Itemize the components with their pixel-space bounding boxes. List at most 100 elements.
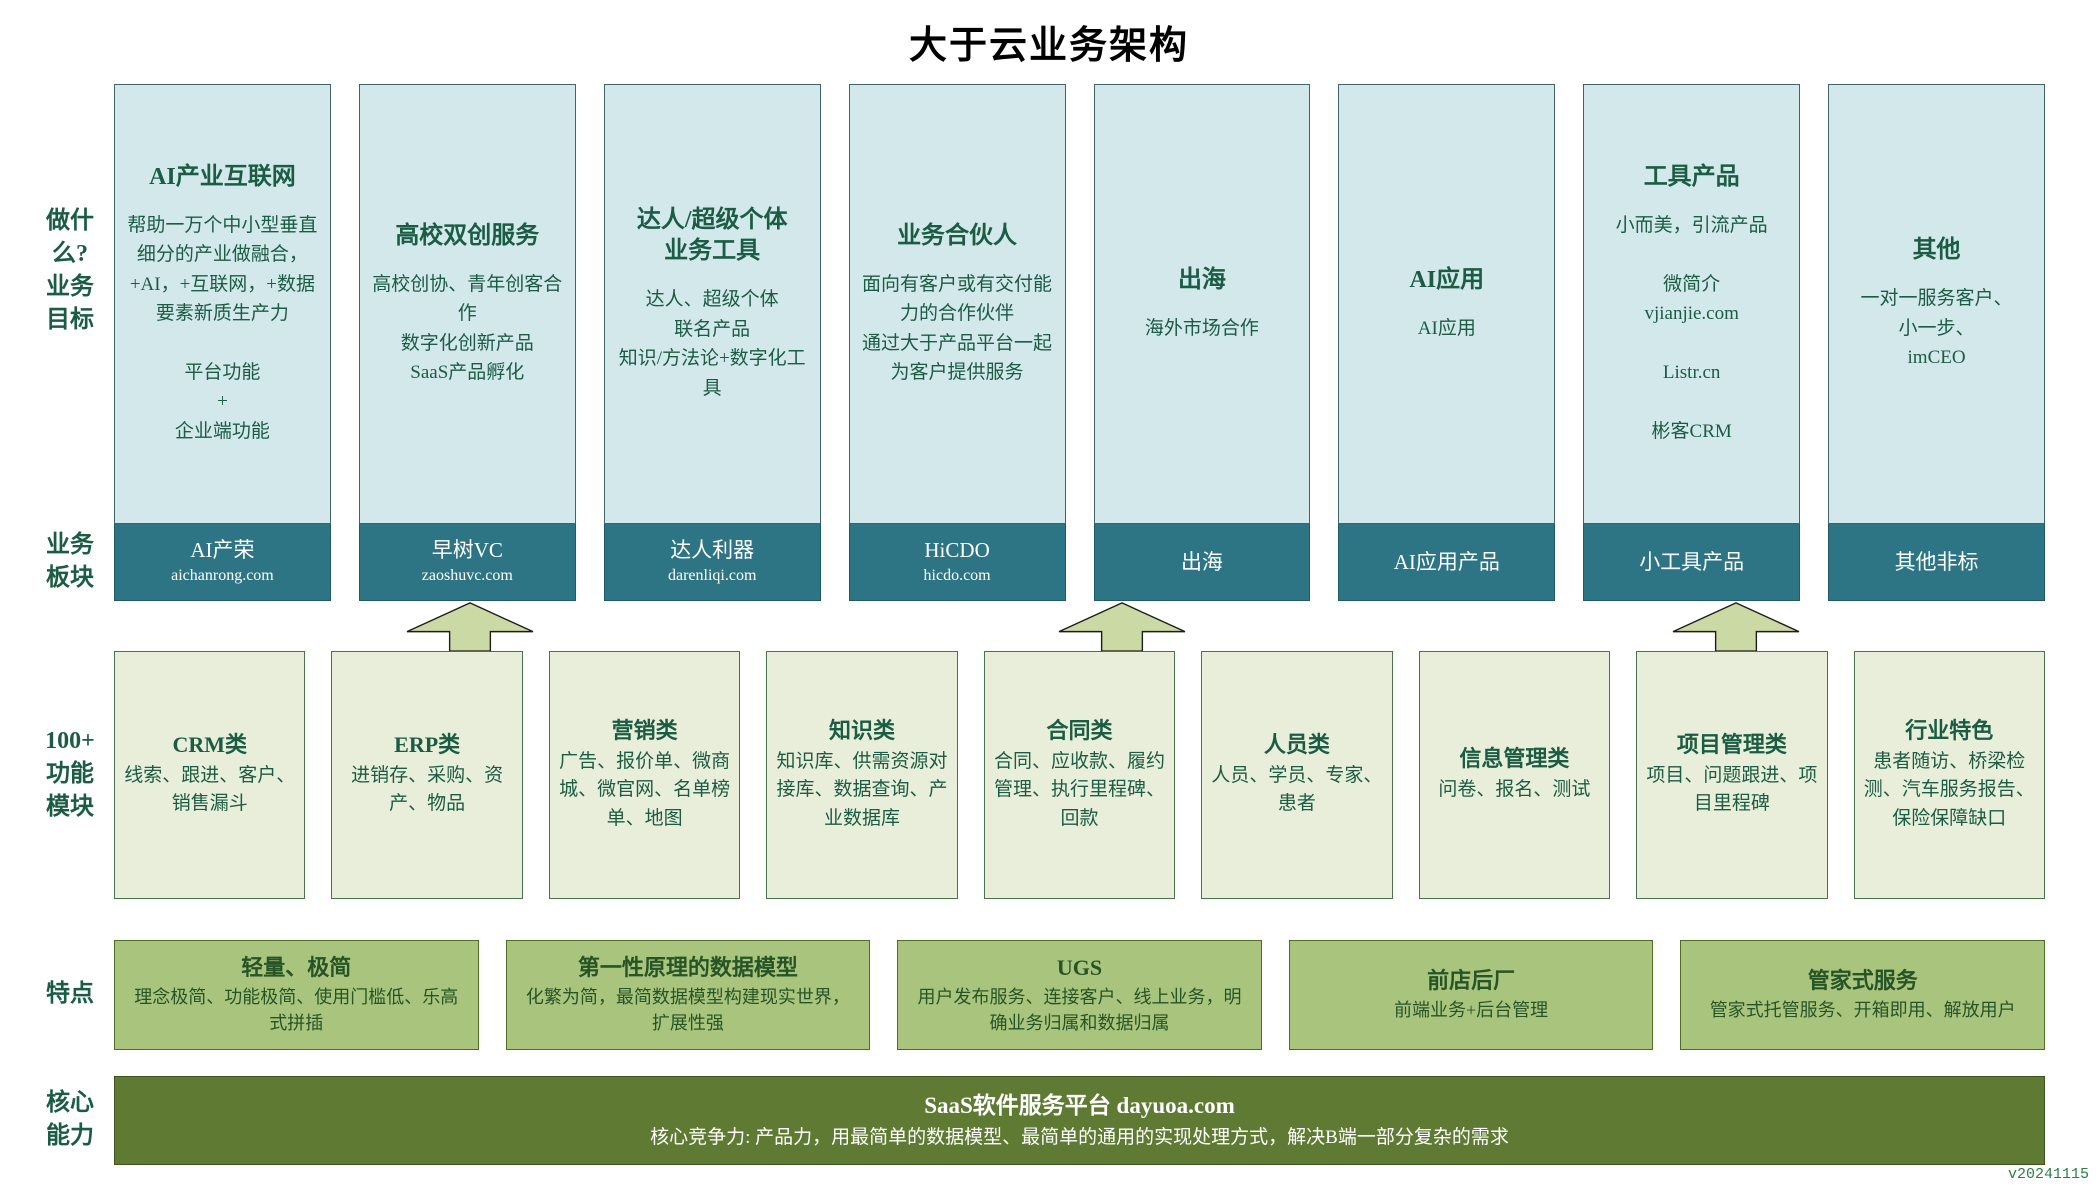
module-items-6: 人员、学员、专家、患者 xyxy=(1211,764,1383,815)
business-column-1: AI产业互联网 帮助一万个中小型垂直细分的产业做融合，+AI，+互联网，+数据要… xyxy=(114,84,331,601)
section-name-3: 达人利器 xyxy=(670,537,755,562)
business-goal-card-8: 其他 一对一服务客户、 小一步、 imCEO xyxy=(1828,84,2045,524)
business-column-3: 达人/超级个体 业务工具 达人、超级个体 联名产品 知识/方法论+数字化工具 达… xyxy=(603,84,821,601)
feature-description-4: 前端业务+后台管理 xyxy=(1394,1000,1549,1021)
module-title-7: 信息管理类 xyxy=(1459,746,1570,772)
row-label-sections: 业务 板块 xyxy=(46,532,94,592)
business-section-bar-1: AI产荣 aichanrong.com xyxy=(114,524,331,601)
row-label-modules: 100+ 功能 模块 xyxy=(45,728,95,821)
business-goal-card-7: 工具产品 小而美，引流产品 微简介 vjianjie.com Listr.cn … xyxy=(1583,84,1801,524)
business-columns-row: AI产业互联网 帮助一万个中小型垂直细分的产业做融合，+AI，+互联网，+数据要… xyxy=(114,84,2045,601)
business-goal-description-1: 帮助一万个中小型垂直细分的产业做融合，+AI，+互联网，+数据要素新质生产力 平… xyxy=(127,214,318,442)
section-name-8: 其他非标 xyxy=(1894,549,1979,574)
business-column-2: 高校双创服务 高校创协、青年创客合作 数字化创新产品 SaaS产品孵化 早树VC… xyxy=(358,84,576,601)
business-section-bar-2: 早树VC zaoshuvc.com xyxy=(358,524,576,601)
feature-card-3: UGS 用户发布服务、连接客户、线上业务，明确业务归属和数据归属 xyxy=(897,940,1262,1050)
module-title-5: 合同类 xyxy=(1046,717,1113,743)
section-name-4: HiCDO xyxy=(924,537,990,562)
module-items-7: 问卷、报名、测试 xyxy=(1438,779,1591,801)
business-goal-title-2: 高校双创服务 xyxy=(395,222,540,249)
feature-card-4: 前店后厂 前端业务+后台管理 xyxy=(1288,940,1654,1050)
business-goal-card-6: AI应用 AI应用 xyxy=(1338,84,1556,524)
module-title-6: 人员类 xyxy=(1263,732,1330,758)
business-goal-description-7: 小而美，引流产品 微简介 vjianjie.com Listr.cn 彬客CRM xyxy=(1615,214,1768,442)
business-goal-title-7: 工具产品 xyxy=(1643,163,1740,190)
section-name-1: AI产荣 xyxy=(190,537,255,562)
business-section-bar-8: 其他非标 xyxy=(1828,524,2045,601)
business-goal-card-1: AI产业互联网 帮助一万个中小型垂直细分的产业做融合，+AI，+互联网，+数据要… xyxy=(114,84,331,524)
module-title-9: 行业特色 xyxy=(1905,717,1994,743)
business-goal-card-3: 达人/超级个体 业务工具 达人、超级个体 联名产品 知识/方法论+数字化工具 xyxy=(603,84,821,524)
business-goal-title-4: 业务合伙人 xyxy=(897,222,1018,249)
up-arrow-icon xyxy=(1672,602,1800,652)
core-platform-title: SaaS软件服务平台 dayuoa.com xyxy=(924,1092,1235,1118)
business-goal-title-3: 达人/超级个体 业务工具 xyxy=(636,206,788,265)
module-card-6: 人员类 人员、学员、专家、患者 xyxy=(1201,651,1393,899)
section-name-5: 出海 xyxy=(1180,549,1223,574)
business-section-bar-7: 小工具产品 xyxy=(1583,524,1801,601)
module-items-9: 患者随访、桥梁检测、汽车服务报告、保险保障缺口 xyxy=(1863,750,2035,829)
module-card-7: 信息管理类 问卷、报名、测试 xyxy=(1418,651,1611,899)
features-row: 轻量、极简 理念极简、功能极简、使用门槛低、乐高式拼插 第一性原理的数据模型 化… xyxy=(114,940,2045,1050)
section-domain-1: aichanrong.com xyxy=(171,567,274,585)
business-column-5: 出海 海外市场合作 出海 xyxy=(1093,84,1311,601)
feature-card-5: 管家式服务 管家式托管服务、开箱即用、解放用户 xyxy=(1680,940,2045,1050)
module-items-3: 广告、报价单、微商城、微官网、名单榜单、地图 xyxy=(559,750,731,829)
module-title-4: 知识类 xyxy=(829,717,896,743)
business-goal-description-5: 海外市场合作 xyxy=(1144,317,1259,339)
section-name-6: AI应用产品 xyxy=(1393,549,1500,574)
business-goal-title-1: AI产业互联网 xyxy=(149,163,296,190)
business-goal-description-2: 高校创协、青年创客合作 数字化创新产品 SaaS产品孵化 xyxy=(372,273,563,384)
feature-title-3: UGS xyxy=(1056,954,1103,980)
up-arrow-icon xyxy=(1058,602,1186,652)
page-title: 大于云业务架构 xyxy=(908,25,1189,67)
module-items-5: 合同、应收款、履约管理、执行里程碑、回款 xyxy=(993,750,1165,829)
business-goal-title-5: 出海 xyxy=(1177,266,1226,293)
section-domain-2: zaoshuvc.com xyxy=(421,567,513,585)
row-label-core: 核心 能力 xyxy=(46,1090,94,1150)
module-items-1: 线索、跟进、客户、销售漏斗 xyxy=(124,764,296,815)
up-arrow-icon xyxy=(406,602,534,652)
module-items-8: 项目、问题跟进、项目里程碑 xyxy=(1646,764,1818,815)
business-column-4: 业务合伙人 面向有客户或有交付能力的合作伙伴 通过大于产品平台一起为客户提供服务… xyxy=(848,84,1066,601)
feature-description-3: 用户发布服务、连接客户、线上业务，明确业务归属和数据归属 xyxy=(917,987,1242,1034)
business-goal-title-6: AI应用 xyxy=(1409,266,1485,293)
core-platform-bar: SaaS软件服务平台 dayuoa.com 核心竞争力: 产品力，用最简单的数据… xyxy=(114,1076,2045,1165)
module-items-2: 进销存、采购、资产、物品 xyxy=(351,764,504,815)
feature-description-5: 管家式托管服务、开箱即用、解放用户 xyxy=(1709,1000,2016,1021)
feature-card-1: 轻量、极简 理念极简、功能极简、使用门槛低、乐高式拼插 xyxy=(114,940,479,1050)
business-goal-description-4: 面向有客户或有交付能力的合作伙伴 通过大于产品平台一起为客户提供服务 xyxy=(862,273,1053,384)
feature-title-1: 轻量、极简 xyxy=(241,954,352,980)
business-goal-description-6: AI应用 xyxy=(1417,317,1476,339)
feature-description-2: 化繁为简，最简数据模型构建现实世界，扩展性强 xyxy=(525,987,850,1034)
module-card-8: 项目管理类 项目、问题跟进、项目里程碑 xyxy=(1636,651,1828,899)
section-domain-4: hicdo.com xyxy=(923,567,991,585)
business-goal-description-3: 达人、超级个体 联名产品 知识/方法论+数字化工具 xyxy=(618,289,806,399)
business-section-bar-5: 出海 xyxy=(1093,524,1311,601)
row-label-features: 特点 xyxy=(46,981,94,1007)
module-title-1: CRM类 xyxy=(172,732,247,758)
business-goal-card-4: 业务合伙人 面向有客户或有交付能力的合作伙伴 通过大于产品平台一起为客户提供服务 xyxy=(848,84,1066,524)
business-goal-title-8: 其他 xyxy=(1912,237,1961,264)
module-title-3: 营销类 xyxy=(611,717,678,743)
module-card-5: 合同类 合同、应收款、履约管理、执行里程碑、回款 xyxy=(983,651,1176,899)
feature-title-5: 管家式服务 xyxy=(1807,967,1918,993)
business-section-bar-3: 达人利器 darenliqi.com xyxy=(603,524,821,601)
business-column-8: 其他 一对一服务客户、 小一步、 imCEO 其他非标 xyxy=(1828,84,2045,601)
core-platform-subtitle: 核心竞争力: 产品力，用最简单的数据模型、最简单的通用的实现处理方式，解决B端一… xyxy=(650,1126,1509,1148)
module-card-9: 行业特色 患者随访、桥梁检测、汽车服务报告、保险保障缺口 xyxy=(1853,651,2045,899)
module-title-8: 项目管理类 xyxy=(1676,732,1787,758)
section-name-7: 小工具产品 xyxy=(1639,549,1745,574)
section-domain-3: darenliqi.com xyxy=(667,567,757,585)
feature-card-2: 第一性原理的数据模型 化繁为简，最简数据模型构建现实世界，扩展性强 xyxy=(505,940,871,1050)
module-title-2: ERP类 xyxy=(394,732,461,758)
business-goal-description-8: 一对一服务客户、 小一步、 imCEO xyxy=(1860,288,2013,369)
module-card-4: 知识类 知识库、供需资源对接库、数据查询、产业数据库 xyxy=(766,651,958,899)
function-modules-row: CRM类 线索、跟进、客户、销售漏斗 ERP类 进销存、采购、资产、物品 营销类… xyxy=(114,651,2045,899)
business-column-7: 工具产品 小而美，引流产品 微简介 vjianjie.com Listr.cn … xyxy=(1583,84,1801,601)
section-name-2: 早树VC xyxy=(431,537,503,562)
business-column-6: AI应用 AI应用 AI应用产品 xyxy=(1338,84,1556,601)
module-card-1: CRM类 线索、跟进、客户、销售漏斗 xyxy=(114,651,306,899)
business-section-bar-6: AI应用产品 xyxy=(1338,524,1556,601)
